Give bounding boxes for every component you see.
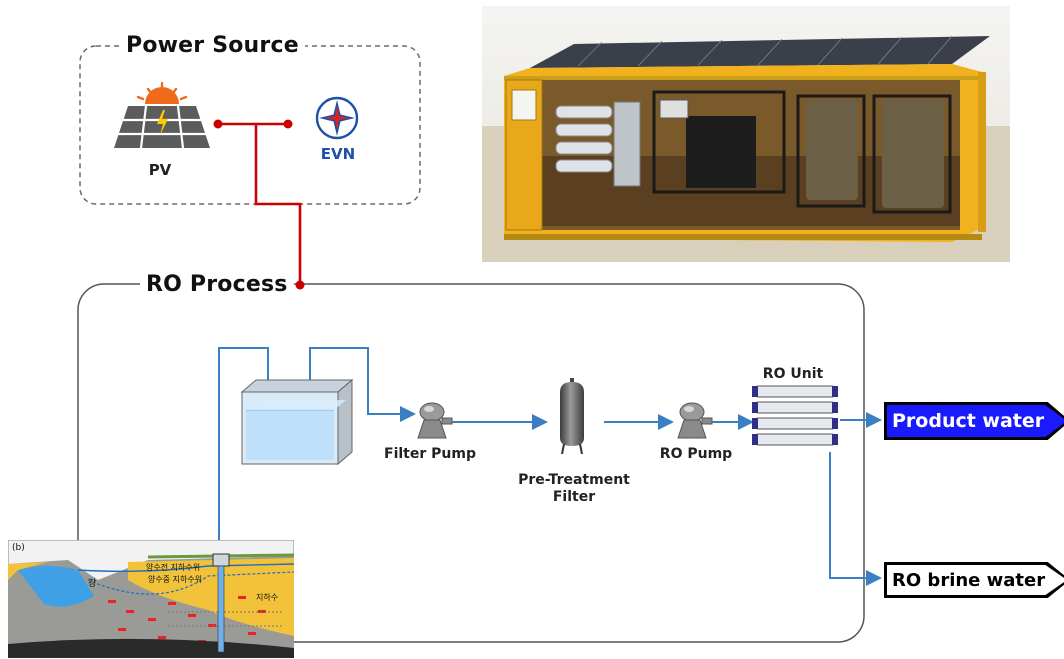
drawdown-label: 양수중 지하수위 xyxy=(148,575,203,584)
solar-panel-icon xyxy=(114,82,210,149)
container-photo xyxy=(482,6,1010,262)
groundwater-inset xyxy=(8,540,294,658)
product-water-label: Product water xyxy=(892,410,1045,432)
ro-process-title: RO Process xyxy=(140,272,294,297)
ro-pump-label: RO Pump xyxy=(659,446,733,462)
brine-water-arrow: RO brine water xyxy=(884,562,1064,598)
water-tank xyxy=(240,378,354,466)
filter-pump-icon xyxy=(417,402,453,439)
ro-unit-icon xyxy=(752,385,838,446)
pretreatment-filter-icon xyxy=(560,378,584,454)
groundwater-label: 지하수 xyxy=(256,593,279,602)
ro-unit-label: RO Unit xyxy=(762,366,824,382)
river-label: 강 xyxy=(88,579,97,589)
pumping-level-label: 양수전 지하수위 xyxy=(146,563,201,572)
ro-process-frame xyxy=(77,283,865,643)
evn-logo-icon xyxy=(315,96,359,140)
inset-panel-tag: (b) xyxy=(12,543,25,553)
filter-pump-label: Filter Pump xyxy=(384,446,476,462)
brine-water-label: RO brine water xyxy=(892,569,1046,591)
power-source-title: Power Source xyxy=(120,33,305,58)
pretreatment-label-line2: Filter xyxy=(552,489,596,505)
evn-label: EVN xyxy=(320,145,356,163)
ro-pump-icon xyxy=(677,402,713,439)
product-water-arrow: Product water xyxy=(884,402,1064,440)
pretreatment-label-line1: Pre-Treatment xyxy=(518,472,630,488)
pv-label: PV xyxy=(148,161,172,179)
